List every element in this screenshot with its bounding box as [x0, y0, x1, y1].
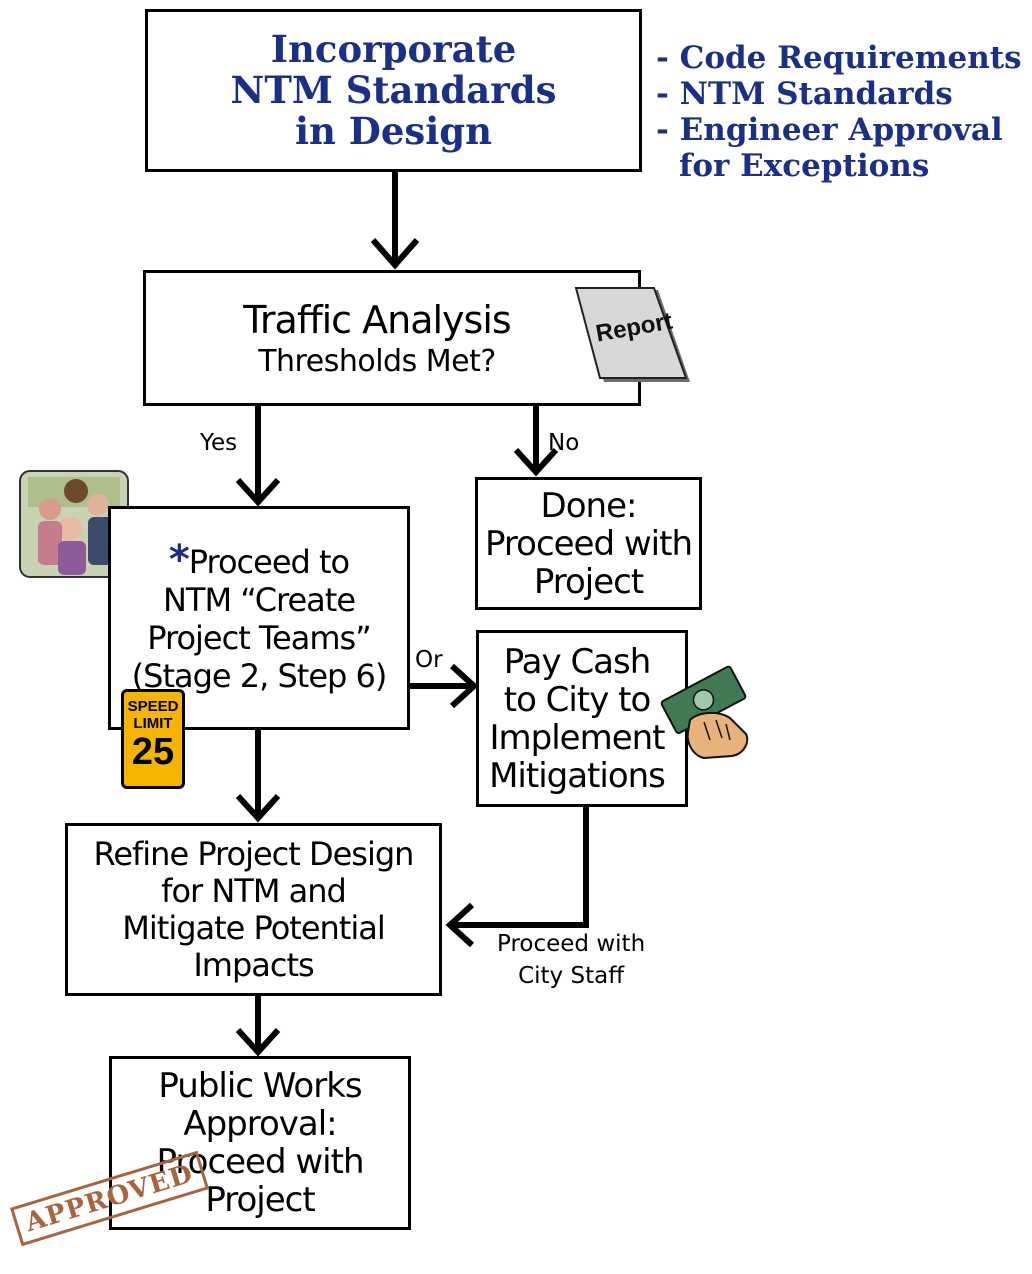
requirement-item: for Exceptions — [679, 148, 930, 184]
pay-line-3: Implement — [489, 717, 665, 758]
pay-line-1: Pay Cash — [503, 641, 652, 682]
arrowhead — [235, 793, 281, 823]
public-line-2: Approval: — [183, 1104, 337, 1144]
arrowhead — [513, 447, 559, 477]
refine-project-design-box: Refine Project Design for NTM and Mitiga… — [65, 823, 442, 996]
proceed-text-1: Proceed to — [188, 543, 350, 581]
no-label: No — [548, 430, 580, 456]
refine-line-1: Refine Project Design — [93, 834, 415, 873]
requirements-list: - Code Requirements - NTM Standards - En… — [656, 40, 1022, 184]
traffic-analysis-box: Traffic Analysis Thresholds Met? — [143, 270, 641, 406]
city-staff-line-2: City Staff — [518, 963, 625, 989]
city-staff-label: Proceed with City Staff — [497, 928, 645, 992]
public-line-1: Public Works — [158, 1066, 362, 1106]
arrowhead — [370, 238, 420, 270]
refine-line-2: for NTM and — [161, 871, 347, 910]
arrowhead — [445, 902, 475, 948]
done-line-1: Done: — [540, 485, 638, 526]
arrowhead — [449, 663, 479, 709]
speed-sign-line-2: LIMIT — [133, 715, 173, 732]
requirement-item: - Engineer Approval — [656, 112, 1003, 148]
pay-line-2: to City to — [503, 679, 652, 720]
proceed-line-1: *Proceed to — [169, 540, 350, 581]
incorporate-line-2: NTM Standards — [230, 68, 557, 112]
proceed-line-2: NTM “Create — [162, 581, 356, 619]
proceed-line-3: Project Teams” — [147, 619, 371, 657]
team-people-icon — [19, 470, 129, 578]
public-works-approval-box: Public Works Approval: Proceed with Proj… — [109, 1056, 411, 1230]
incorporate-line-3: in Design — [294, 109, 493, 153]
cash-in-hand-icon — [660, 665, 749, 760]
arrowhead — [235, 1027, 281, 1057]
speed-limit-sign-icon: SPEED LIMIT 25 — [121, 689, 185, 789]
proceed-line-4: (Stage 2, Step 6) — [131, 657, 388, 695]
arrowhead — [235, 477, 281, 507]
public-line-4: Project — [205, 1180, 315, 1220]
pay-cash-box: Pay Cash to City to Implement Mitigation… — [476, 630, 688, 807]
done-proceed-box: Done: Proceed with Project — [475, 477, 702, 610]
speed-sign-line-1: SPEED — [127, 698, 179, 715]
pay-line-4: Mitigations — [489, 755, 666, 796]
traffic-title: Traffic Analysis — [243, 298, 511, 342]
speed-sign-line-3: 25 — [131, 731, 175, 773]
done-line-3: Project — [533, 561, 644, 602]
requirement-item: - Code Requirements — [656, 40, 1022, 76]
incorporate-line-1: Incorporate — [270, 27, 517, 71]
refine-line-3: Mitigate Potential — [122, 908, 385, 947]
or-label: Or — [415, 647, 443, 673]
city-staff-line-1: Proceed with — [497, 931, 646, 957]
asterisk-icon: * — [168, 537, 190, 583]
yes-label: Yes — [200, 430, 238, 456]
report-document-icon: Report — [574, 287, 690, 382]
requirement-item: - NTM Standards — [656, 76, 953, 112]
done-line-2: Proceed with — [485, 523, 693, 564]
arrow-city-staff — [452, 806, 589, 928]
public-line-3: Proceed with — [156, 1142, 365, 1182]
refine-line-4: Impacts — [193, 945, 314, 984]
traffic-subtitle: Thresholds Met? — [258, 344, 496, 379]
incorporate-standards-box: Incorporate NTM Standards in Design — [145, 9, 642, 172]
